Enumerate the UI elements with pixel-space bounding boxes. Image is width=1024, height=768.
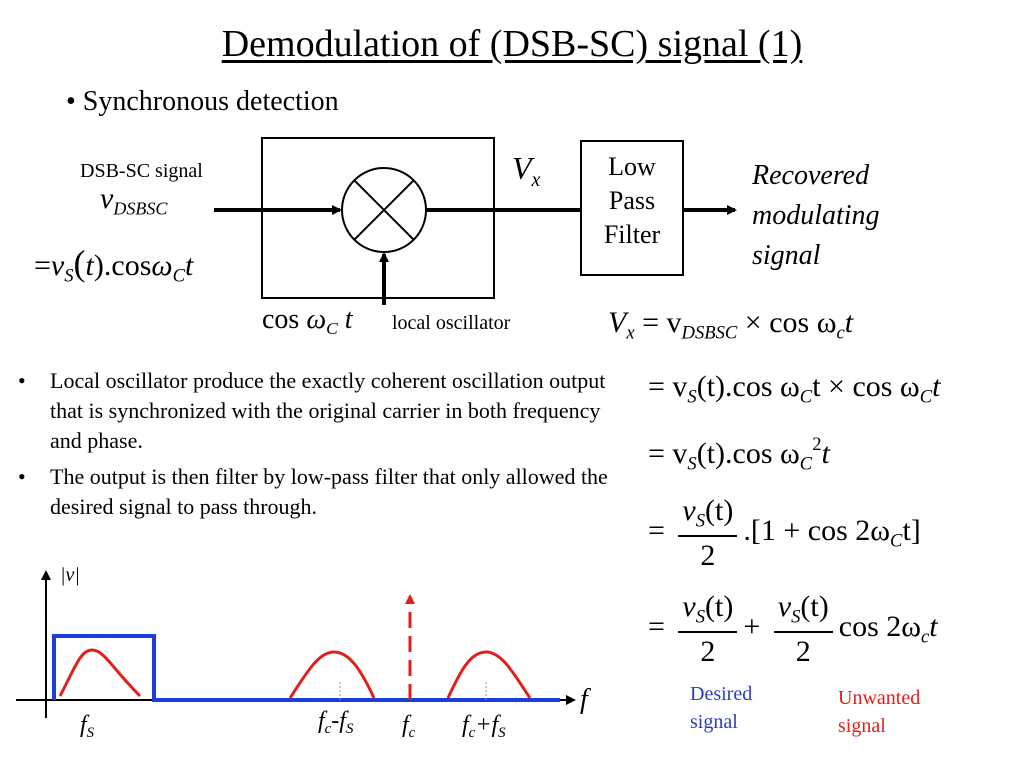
input-symbol: vDSBSC [100, 182, 168, 219]
low-pass-filter-block: Low Pass Filter [580, 140, 684, 276]
fc-minus-fs-label: fc-fS [318, 708, 354, 738]
block-diagram [214, 137, 737, 305]
x-axis-label: f [580, 684, 588, 715]
list-item: • Local oscillator produce the exactly c… [18, 368, 606, 453]
lo-label: local oscillator [392, 312, 511, 334]
equation-line-2: = vS(t).cos ωCt × cos ωCt [648, 370, 941, 408]
recovered-signal-label: Recovered modulating signal [752, 160, 880, 271]
multiplier-icon [341, 167, 427, 253]
spectrum-plot [16, 570, 576, 718]
equation-line-4: = vS(t)2.[1 + cos 2ωCt] [648, 494, 921, 572]
input-signal-label: DSB-SC signal [80, 160, 203, 182]
vx-label: Vx [512, 150, 541, 191]
lo-cos-label: cos ωC t [262, 304, 353, 339]
bullet-list: • Local oscillator produce the exactly c… [18, 366, 618, 528]
fc-label: fc [402, 712, 416, 742]
upper-sideband-spectrum [446, 650, 532, 699]
lower-sideband-spectrum [288, 650, 376, 699]
mixer-box [261, 137, 495, 299]
fs-label: fS [80, 712, 95, 742]
fc-plus-fs-label: fc+fS [462, 712, 506, 742]
equation-line-1: Vx = vDSBSC × cos ωct [608, 306, 854, 344]
lowpass-response [52, 634, 560, 702]
list-item: • The output is then filter by low-pass … [18, 464, 608, 519]
baseband-spectrum [58, 648, 142, 698]
page-title: Demodulation of (DSB-SC) signal (1) [221, 23, 803, 65]
equation-line-3: = vS(t).cos ωC2t [648, 434, 830, 475]
y-axis-label: |v| [60, 564, 80, 586]
input-equation: =vS(t).cosωCt [34, 243, 194, 287]
subtitle-bullet: • Synchronous detection [66, 86, 339, 117]
